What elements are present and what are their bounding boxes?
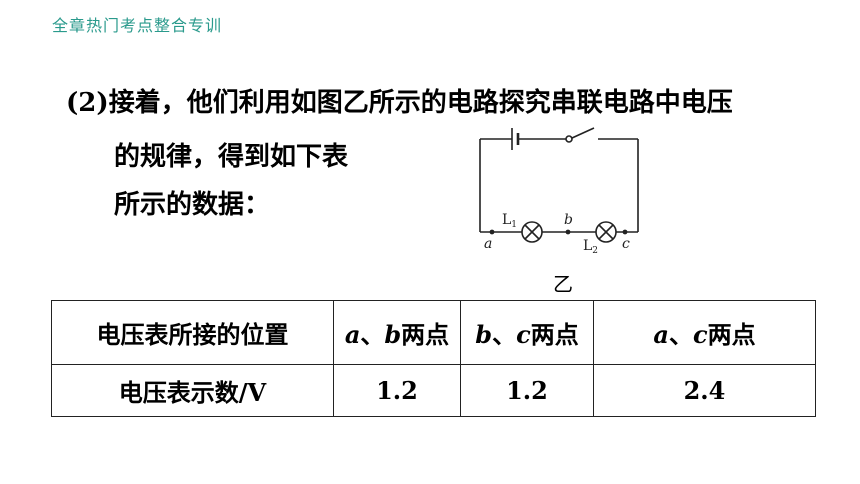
value-bc: 1.2	[460, 364, 594, 417]
switch-pivot	[565, 135, 573, 143]
header-col-ab: a、b两点	[333, 300, 461, 365]
header-col-bc: b、c两点	[460, 300, 594, 365]
switch-lever	[571, 127, 595, 139]
node-b	[565, 229, 571, 235]
table-row: 电压表示数/V 1.2 1.2 2.4	[51, 364, 816, 417]
header-position-label: 电压表所接的位置	[51, 300, 334, 365]
figure-label: 乙	[553, 272, 573, 296]
label-c: c	[622, 236, 630, 252]
value-ac: 2.4	[593, 364, 816, 417]
row-label: 电压表示数/V	[51, 364, 334, 417]
label-b: b	[564, 212, 573, 228]
node-c	[622, 229, 628, 235]
question-line-1: (2)接着，他们利用如图乙所示的电路探究串联电路中电压	[66, 88, 733, 118]
label-l2: L2	[583, 238, 598, 254]
label-l1: L1	[502, 212, 517, 230]
circuit-diagram: a b c L1 L2	[479, 127, 639, 254]
value-ab: 1.2	[333, 364, 461, 417]
node-a	[489, 229, 495, 235]
voltage-table: 电压表所接的位置 a、b两点 b、c两点 a、c两点 电压表示数/V 1.2 1…	[51, 300, 816, 417]
question-line-2: 的规律，得到如下表	[114, 142, 349, 172]
table-header-row: 电压表所接的位置 a、b两点 b、c两点 a、c两点	[51, 300, 816, 365]
label-a: a	[484, 236, 492, 252]
section-header: 全章热门考点整合专训	[52, 16, 223, 35]
question-line-3: 所示的数据：	[114, 190, 271, 220]
header-col-ac: a、c两点	[593, 300, 816, 365]
